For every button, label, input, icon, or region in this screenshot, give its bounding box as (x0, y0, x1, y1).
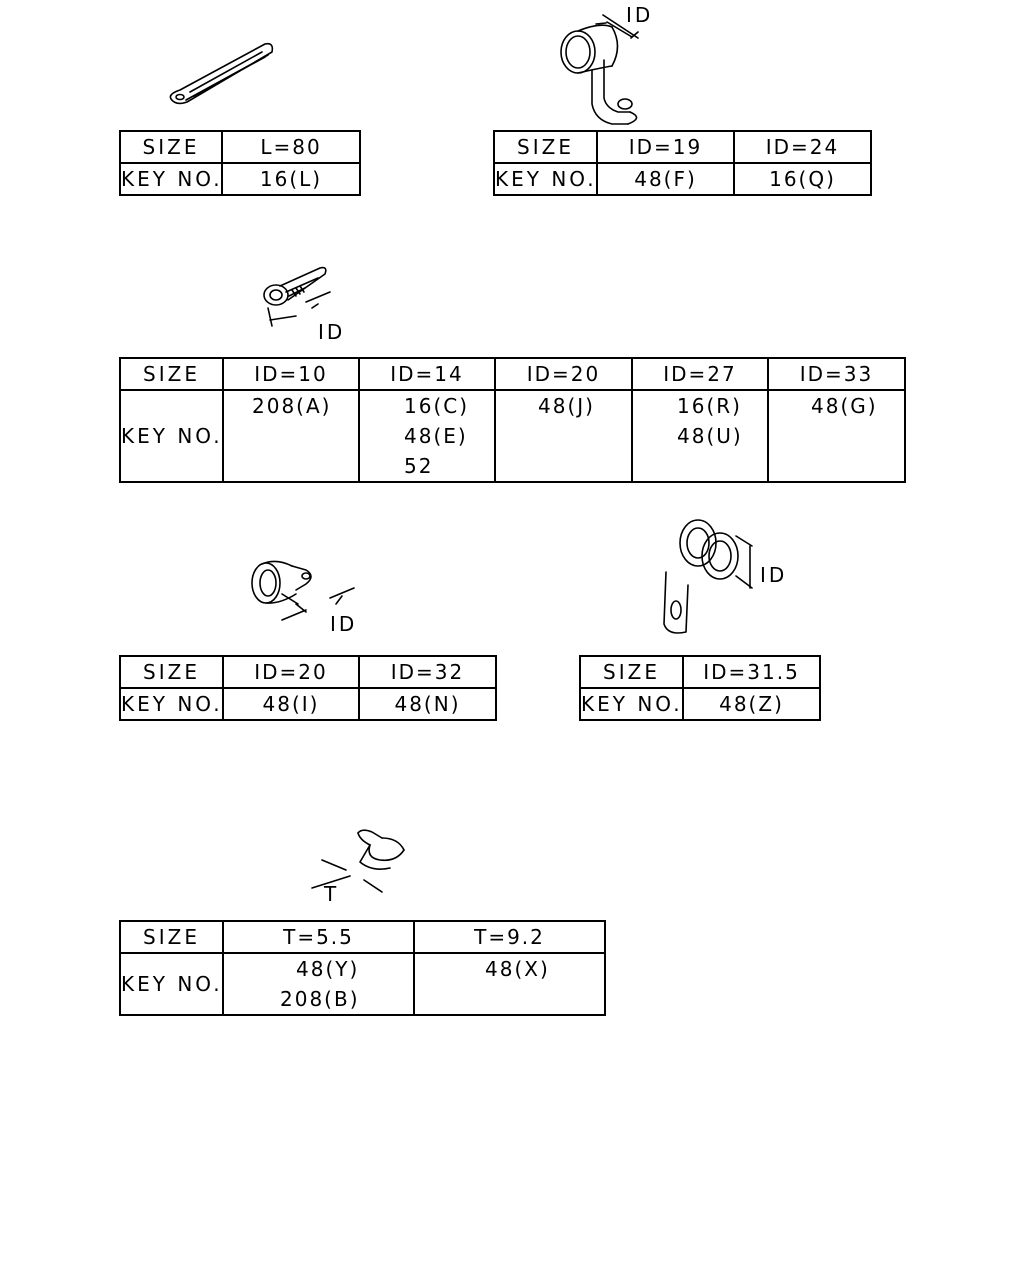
key-no-value: 52 (404, 454, 434, 478)
key-no-label: KEY NO. (119, 389, 224, 483)
size-label: SIZE (119, 655, 224, 689)
size-cell: ID=33 (767, 357, 906, 391)
key-no-cell: 16(L) (221, 162, 361, 196)
key-no-value: 16(L) (259, 167, 323, 191)
size-label: SIZE (119, 130, 223, 164)
rubber-clamp-drawing (251, 560, 355, 621)
key-no-value: 208(B) (280, 987, 360, 1011)
dim-label-id: ID (626, 3, 654, 27)
table-pipe-clamp: SIZE ID=19 ID=24 KEY NO. 48(F) 16(Q) (493, 130, 872, 196)
dim-label-t: T (324, 882, 337, 906)
size-cell: T=9.2 (413, 920, 606, 954)
key-no-cell: 208(A) (222, 389, 360, 483)
key-no-value: 48(N) (394, 692, 461, 716)
key-no-label: KEY NO. (579, 687, 684, 721)
size-cell: ID=24 (733, 130, 872, 164)
key-no-cell: 48(X) (413, 952, 606, 1016)
key-no-cell: 16(C) 48(E) 52 (358, 389, 496, 483)
double-clamp-drawing (663, 519, 753, 634)
key-no-cell: 16(R) 48(U) (631, 389, 769, 483)
size-label: SIZE (493, 130, 598, 164)
key-no-value: 48(J) (538, 394, 595, 418)
pipe-clamp-drawing (560, 14, 639, 125)
key-no-value: 48(Y) (296, 957, 360, 981)
dim-label-id: ID (760, 563, 788, 587)
key-no-value: 48(E) (404, 424, 468, 448)
strap-drawing (169, 42, 274, 105)
key-no-value: 16(R) (677, 394, 742, 418)
size-label: SIZE (579, 655, 684, 689)
key-no-value: 208(A) (252, 394, 332, 418)
table-rubber-clamp: SIZE ID=20 ID=32 KEY NO. 48(I) 48(N) (119, 655, 497, 721)
size-cell: T=5.5 (222, 920, 415, 954)
size-cell: ID=20 (222, 655, 360, 689)
size-cell: ID=14 (358, 357, 496, 391)
table-strap: SIZE L=80 KEY NO. 16(L) (119, 130, 361, 196)
size-cell: ID=27 (631, 357, 769, 391)
table-wire-clip: SIZE ID=10 ID=14 ID=20 ID=27 ID=33 KEY N… (119, 357, 906, 483)
key-no-cell: 48(J) (494, 389, 633, 483)
key-no-label: KEY NO. (119, 952, 224, 1016)
size-label: SIZE (119, 920, 224, 954)
key-no-value: 48(I) (262, 692, 320, 716)
key-no-cell: 16(Q) (733, 162, 872, 196)
key-no-value: 48(F) (634, 167, 697, 191)
size-label: SIZE (119, 357, 224, 391)
key-no-value: 48(G) (811, 394, 878, 418)
key-no-label: KEY NO. (119, 162, 223, 196)
key-no-cell: 48(Y) 208(B) (222, 952, 415, 1016)
edge-clip-drawing (311, 829, 405, 893)
size-cell: ID=32 (358, 655, 497, 689)
key-no-cell: 48(I) (222, 687, 360, 721)
dim-label-id: ID (318, 320, 346, 344)
table-edge-clip: SIZE T=5.5 T=9.2 KEY NO. 48(Y) 208(B) 48… (119, 920, 606, 1016)
key-no-value: 16(C) (404, 394, 470, 418)
key-no-value: 48(Z) (719, 692, 784, 716)
key-no-cell: 48(G) (767, 389, 906, 483)
size-cell: ID=10 (222, 357, 360, 391)
dim-label-id: ID (330, 612, 358, 636)
wire-clip-drawing (263, 266, 331, 327)
key-no-value: 48(X) (485, 957, 550, 981)
key-no-cell: 48(N) (358, 687, 497, 721)
key-no-value: 48(U) (677, 424, 743, 448)
table-double-clamp: SIZE ID=31.5 KEY NO. 48(Z) (579, 655, 821, 721)
size-cell: ID=20 (494, 357, 633, 391)
key-no-cell: 48(Z) (682, 687, 821, 721)
key-no-value: 16(Q) (769, 167, 836, 191)
key-no-label: KEY NO. (493, 162, 598, 196)
key-no-cell: 48(F) (596, 162, 735, 196)
key-no-label: KEY NO. (119, 687, 224, 721)
size-cell: L=80 (221, 130, 361, 164)
size-cell: ID=19 (596, 130, 735, 164)
size-cell: ID=31.5 (682, 655, 821, 689)
